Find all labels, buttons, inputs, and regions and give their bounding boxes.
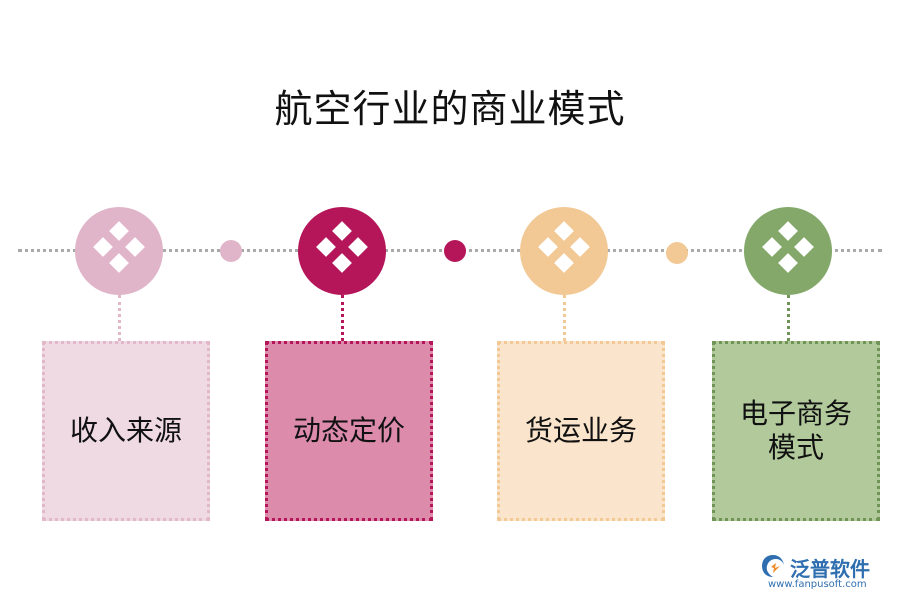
diamond-grid-icon [93,221,145,273]
stage-node-1 [75,207,163,295]
timeline-dot-2 [444,240,466,262]
stage-box-4: 电子商务 模式 [712,341,880,521]
timeline-dot-1 [220,240,242,262]
stage-label-4-line-1: 电子商务 [739,397,852,430]
stage-label-4-line-2: 模式 [767,431,824,464]
connector-3 [563,295,566,341]
stage-label-2: 动态定价 [292,414,405,447]
stage-box-1: 收入来源 [42,341,210,521]
timeline-dot-3 [666,242,688,264]
diamond-grid-icon [762,221,814,273]
page-title: 航空行业的商业模式 [274,87,626,131]
stage-node-4 [744,207,832,295]
stage-box-2: 动态定价 [265,341,433,521]
logo-url: www.fanpusoft.com [768,579,867,590]
stage-label-1: 收入来源 [69,414,182,447]
fanpu-logo-icon [762,555,784,577]
diamond-grid-icon [316,221,368,273]
stage-node-2 [298,207,386,295]
diamond-grid-icon [538,221,590,273]
logo-name: 泛普软件 [790,557,870,581]
stage-label-3: 货运业务 [524,414,637,447]
brand-logo: 泛普软件 www.fanpusoft.com [760,551,890,597]
stage-box-3: 货运业务 [497,341,665,521]
stage-node-3 [520,207,608,295]
connector-4 [787,295,790,341]
connector-2 [341,295,344,341]
connector-1 [118,295,121,341]
